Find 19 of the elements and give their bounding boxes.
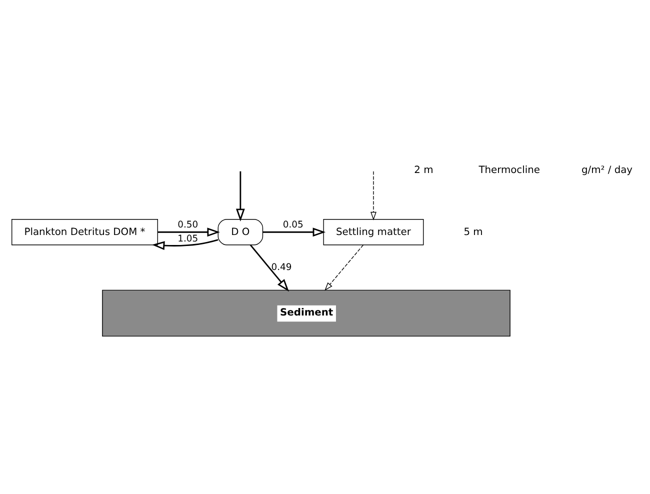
arrow (370, 170, 376, 220)
arrow (324, 244, 364, 291)
node-box: Sediment (102, 290, 510, 337)
node-box: Settling matter (323, 219, 424, 246)
node-box: D O (218, 219, 264, 246)
label: 5 m (464, 226, 483, 238)
arrow (158, 228, 220, 237)
edge-label: 1.05 (178, 234, 198, 245)
edge-label: 0.49 (271, 262, 292, 273)
arrow (250, 244, 290, 292)
arrow (236, 171, 245, 222)
edge-label: 0.05 (282, 219, 304, 230)
arrow (152, 239, 218, 250)
label: g/m² / day (582, 165, 633, 176)
label: 2 m (414, 165, 434, 176)
arrow (263, 228, 326, 237)
edge-label: 0.50 (178, 219, 198, 230)
label: Thermocline (478, 165, 540, 176)
node-box: Plankton Detritus DOM * (12, 219, 158, 246)
